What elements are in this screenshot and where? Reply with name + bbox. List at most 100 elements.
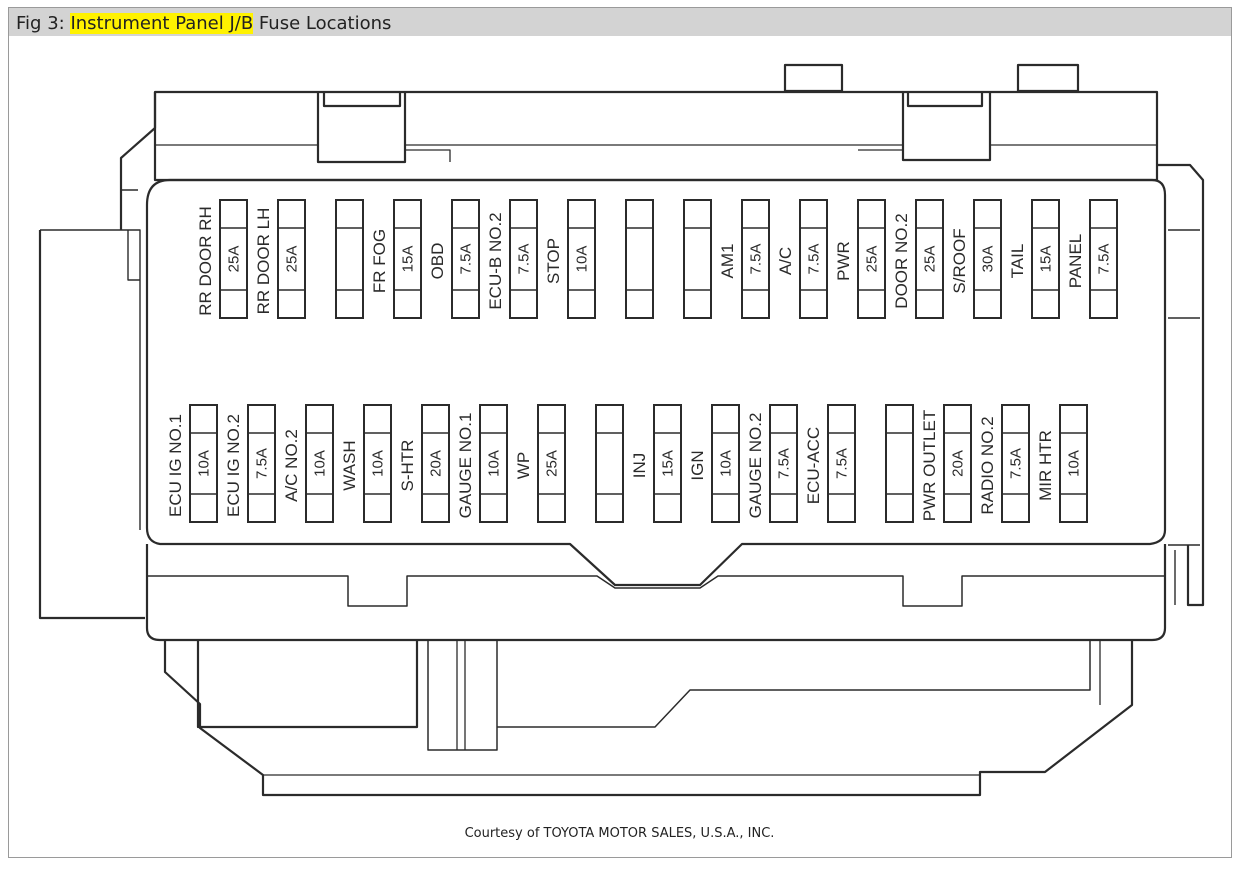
fuse-slot (595, 404, 624, 523)
fuse-amperage: 7.5A (458, 244, 475, 275)
fuse-top-row-am1: 7.5A AM1 (718, 199, 770, 319)
fuse-amperage: 7.5A (776, 448, 793, 479)
fuse-slot (189, 404, 218, 523)
fuse-bottom-row-gauge-no-2: 7.5A GAUGE NO.2 (746, 404, 798, 523)
fuse-label: GAUGE NO.2 (746, 413, 765, 519)
fuse-slot (1001, 404, 1030, 523)
fuse-bottom-row-ecu-ig-no-2: 7.5A ECU IG NO.2 (224, 404, 276, 523)
fuse-top-row-panel: 7.5A PANEL (1066, 199, 1118, 319)
fuse-amperage: 25A (544, 450, 561, 477)
fuse-label: WP (514, 452, 533, 479)
fuse-top-row-pwr: 25A PWR (834, 199, 886, 319)
fuse-slot (567, 199, 596, 319)
fuse-slot (277, 199, 306, 319)
fuse-label: A/C (776, 247, 795, 275)
fuse-top-row-ecu-b-no-2: 7.5A ECU-B NO.2 (486, 199, 538, 319)
fuse-slot (741, 199, 770, 319)
fuse-slot (363, 404, 392, 523)
fuse-slot (799, 199, 828, 319)
caption-suffix: Fuse Locations (253, 13, 392, 34)
fuse-slot (393, 199, 422, 319)
fuse-label: MIR HTR (1036, 430, 1055, 501)
fuse-bottom-row-pwr-outlet: 20A PWR OUTLET (920, 404, 972, 523)
fuse-top-row-blank-9 (683, 199, 712, 319)
fuse-label: S/ROOF (950, 228, 969, 293)
fuse-amperage: 10A (1066, 450, 1083, 477)
fuse-label: PANEL (1066, 234, 1085, 289)
fuse-label: S-HTR (398, 440, 417, 492)
fuse-slot (769, 404, 798, 523)
fuse-top-row-a-c: 7.5A A/C (776, 199, 828, 319)
fuse-amperage: 7.5A (254, 448, 271, 479)
fuse-slot (421, 404, 450, 523)
fuse-slot (857, 199, 886, 319)
fuse-slot (973, 199, 1002, 319)
fuse-slot (451, 199, 480, 319)
fuse-amperage: 7.5A (834, 448, 851, 479)
figure-caption: Fig 3: Instrument Panel J/B Fuse Locatio… (16, 13, 391, 34)
caption-prefix: Fig 3: (16, 13, 71, 34)
fuse-amperage: 30A (980, 246, 997, 273)
caption-bar: Fig 3: Instrument Panel J/B Fuse Locatio… (9, 8, 1231, 36)
fuse-label: RR DOOR LH (254, 208, 273, 315)
fuse-label: RR DOOR RH (196, 206, 215, 316)
fuse-label: PWR OUTLET (920, 410, 939, 521)
fuse-label: OBD (428, 243, 447, 280)
fuse-bottom-row-wp: 25A WP (514, 404, 566, 523)
caption-highlight: Instrument Panel J/B (70, 13, 254, 34)
fuse-amperage: 7.5A (1096, 244, 1113, 275)
fuse-slot (537, 404, 566, 523)
fuse-slot (1059, 404, 1088, 523)
fuse-slot (335, 199, 364, 319)
fuse-bottom-row-ecu-acc: 7.5A ECU-ACC (804, 404, 856, 523)
fuse-slot (509, 199, 538, 319)
fuse-amperage: 7.5A (806, 244, 823, 275)
fuse-slot (479, 404, 508, 523)
fuse-label: FR FOG (370, 229, 389, 293)
fuse-slot (653, 404, 682, 523)
fuse-box-housing (38, 63, 1205, 797)
image-credit: Courtesy of TOYOTA MOTOR SALES, U.S.A., … (464, 826, 775, 841)
fuse-label: STOP (544, 238, 563, 284)
fuse-amperage: 15A (660, 450, 677, 477)
fuse-label: ECU-B NO.2 (486, 212, 505, 309)
fuse-top-row-blank-8 (625, 199, 654, 319)
fuse-label: RADIO NO.2 (978, 416, 997, 514)
fuse-slot (247, 404, 276, 523)
fuse-bottom-row-blank-13 (885, 404, 914, 523)
fuse-amperage: 7.5A (748, 244, 765, 275)
fuse-slot (305, 404, 334, 523)
fuse-slot (885, 404, 914, 523)
fuse-amperage: 7.5A (1008, 448, 1025, 479)
fuse-label: ECU IG NO.2 (224, 414, 243, 517)
fuse-amperage: 10A (312, 450, 329, 477)
fuse-amperage: 25A (922, 246, 939, 273)
fuse-amperage: 20A (950, 450, 967, 477)
fuse-label: TAIL (1008, 244, 1027, 279)
fuse-top-row-fr-fog: 15A FR FOG (370, 199, 422, 319)
fuse-label: INJ (630, 453, 649, 479)
fuse-amperage: 20A (428, 450, 445, 477)
fuse-slot (1031, 199, 1060, 319)
fuse-amperage: 25A (284, 246, 301, 273)
fuse-amperage: 7.5A (516, 244, 533, 275)
fuse-bottom-row-radio-no-2: 7.5A RADIO NO.2 (978, 404, 1030, 523)
fuse-amperage: 25A (864, 246, 881, 273)
fuse-slot (915, 199, 944, 319)
fuse-label: AM1 (718, 244, 737, 279)
fuse-label: IGN (688, 450, 707, 480)
fuse-label: ECU-ACC (804, 427, 823, 504)
fuse-top-row-rr-door-lh: 25A RR DOOR LH (254, 199, 306, 319)
fuse-amperage: 10A (486, 450, 503, 477)
fuse-label: PWR (834, 241, 853, 281)
fuse-amperage: 15A (400, 246, 417, 273)
fuse-top-row-obd: 7.5A OBD (428, 199, 480, 319)
fuse-slot (683, 199, 712, 319)
